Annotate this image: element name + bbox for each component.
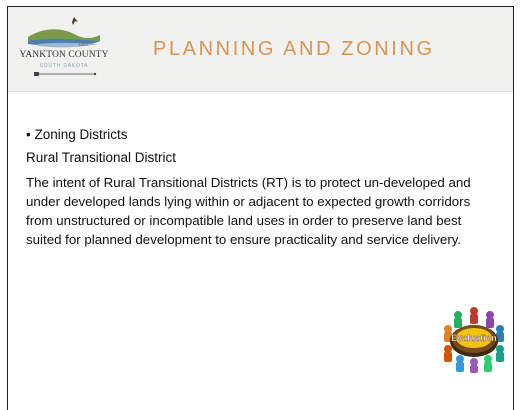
logo-name: YANKTON COUNTY	[19, 50, 109, 60]
county-logo: 1862 YANKTON COUNTY SOUTH DAKOTA	[18, 13, 110, 79]
logo-graphic	[28, 17, 100, 76]
evaluation-meeting-illustration: Evaluation	[440, 305, 508, 373]
logo-since: 1862	[78, 43, 88, 48]
slide-content: • Zoning Districts Rural Transitional Di…	[26, 127, 496, 249]
meeting-table-icon: Evaluation	[444, 307, 504, 373]
body-paragraph: The intent of Rural Transitional Distric…	[26, 175, 471, 247]
section-subheading: Rural Transitional District	[26, 150, 177, 165]
logo-state: SOUTH DAKOTA	[39, 63, 89, 69]
slide: 1862 YANKTON COUNTY SOUTH DAKOTA PLANNIN…	[7, 6, 514, 410]
evaluation-label: Evaluation	[451, 333, 497, 343]
slide-header: 1862 YANKTON COUNTY SOUTH DAKOTA PLANNIN…	[8, 7, 513, 92]
bullet-item: • Zoning Districts	[26, 127, 128, 142]
page-title: PLANNING AND ZONING	[153, 38, 435, 60]
